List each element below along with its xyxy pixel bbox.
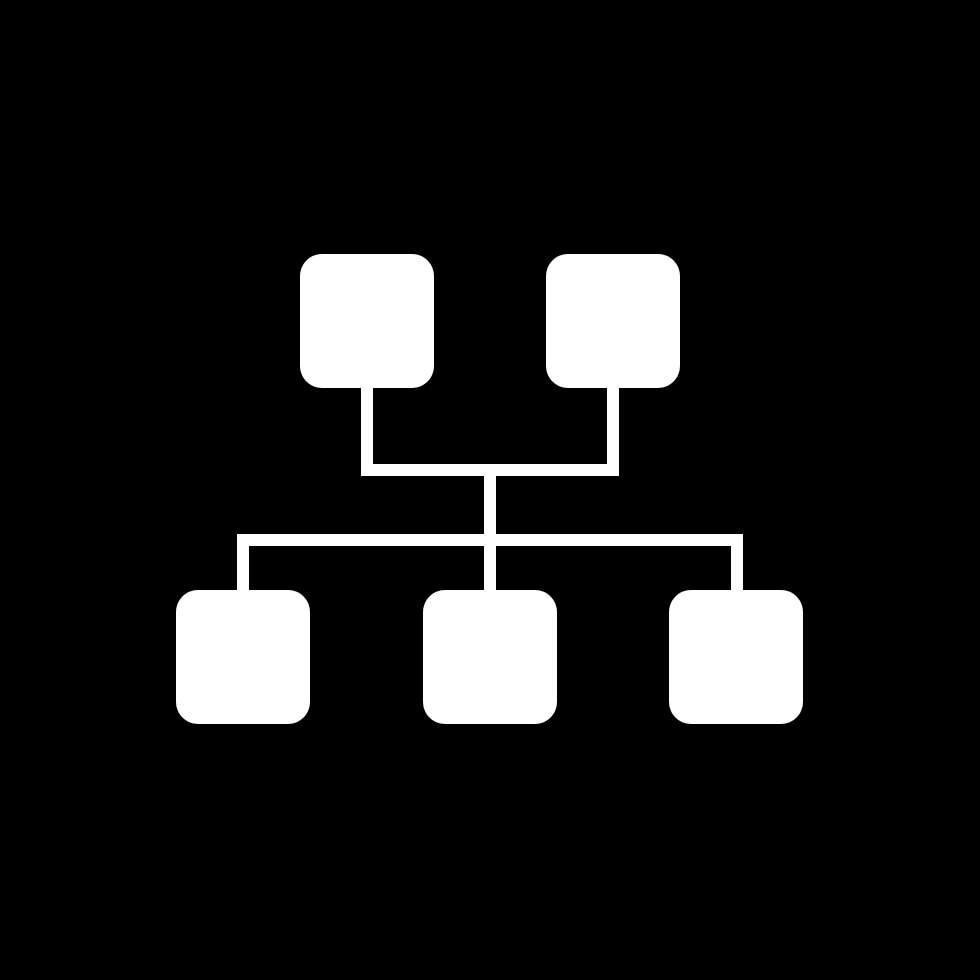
node-top-left <box>300 254 434 388</box>
connector-top-right <box>484 379 619 476</box>
nodes <box>176 254 803 724</box>
node-bottom-left <box>176 590 310 724</box>
node-top-right <box>546 254 680 388</box>
connector-top-left <box>361 379 496 476</box>
connector-lines <box>237 379 743 598</box>
node-bottom-right <box>669 590 803 724</box>
connector-bus <box>237 534 743 598</box>
node-bottom-center <box>423 590 557 724</box>
